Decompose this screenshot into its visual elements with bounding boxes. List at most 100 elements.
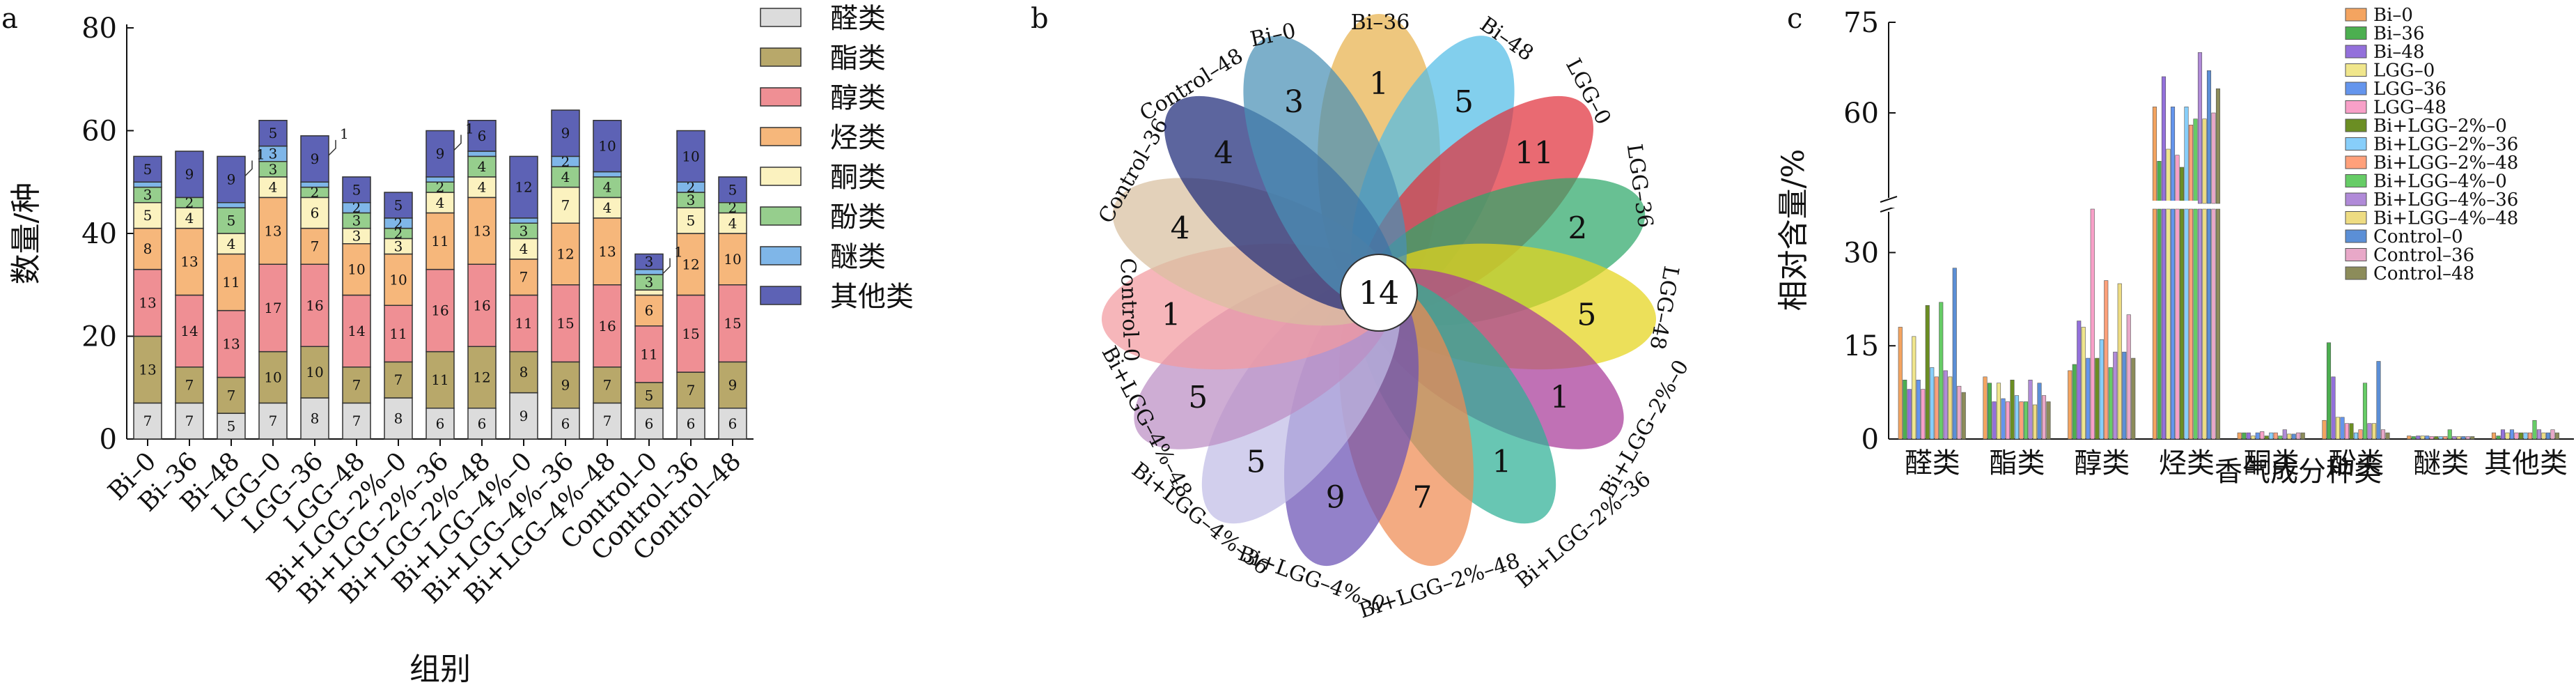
callout-leader-line xyxy=(328,139,336,156)
bar-upper-part xyxy=(2157,161,2162,204)
bar-segment xyxy=(342,294,371,368)
bar-segment-label: 9 xyxy=(561,377,570,394)
bar-segment-label: 5 xyxy=(143,161,153,178)
bar-segment xyxy=(258,351,288,404)
bar xyxy=(2260,431,2265,440)
bar-segment xyxy=(467,346,497,409)
bar-segment-label: 2 xyxy=(561,153,570,170)
bar xyxy=(2037,383,2042,440)
y-tick-label: 60 xyxy=(1843,98,1879,130)
legend-label: LGG–0 xyxy=(2373,61,2435,82)
bar xyxy=(2010,379,2015,440)
bar-lower-part xyxy=(2197,208,2203,440)
bar-lower-part xyxy=(2215,208,2221,440)
legend-label: Bi+LGG–4%–0 xyxy=(2373,171,2507,192)
legend-swatch xyxy=(2345,8,2367,22)
legend-label: 醇类 xyxy=(830,82,886,114)
bar-segment-label: 7 xyxy=(269,413,278,429)
bar xyxy=(2353,432,2359,440)
bar-segment xyxy=(676,130,705,183)
y-axis-title: 相对含量/% xyxy=(1776,149,1811,311)
bar xyxy=(2470,436,2475,440)
bar-segment-label: 4 xyxy=(269,179,278,196)
bar-segment-label: 15 xyxy=(682,325,699,342)
bar-lower-part xyxy=(2090,208,2095,440)
bar-segment xyxy=(258,176,288,199)
bar xyxy=(2273,432,2278,440)
petal-value: 1 xyxy=(1162,297,1181,332)
bar-segment xyxy=(676,371,705,409)
bar xyxy=(1952,268,1957,440)
bar-segment xyxy=(593,171,622,178)
bar xyxy=(2385,432,2390,440)
bar-segment xyxy=(593,284,622,368)
bar-segment-label: 16 xyxy=(431,302,448,319)
bar xyxy=(2545,432,2551,440)
bar-segment xyxy=(718,212,747,234)
bar-segment-label: 5 xyxy=(645,387,654,403)
venn-center-value: 14 xyxy=(1359,274,1400,311)
bar-segment xyxy=(718,176,747,203)
bar-segment-label: 10 xyxy=(306,364,323,380)
bar-upper-part xyxy=(2188,125,2194,204)
bar xyxy=(2072,364,2077,440)
bar-segment xyxy=(509,217,538,224)
bar xyxy=(1916,379,1921,440)
bar-segment xyxy=(384,192,413,219)
x-tick-label: 烃类 xyxy=(2159,447,2215,479)
bar-segment-label: 13 xyxy=(598,243,616,260)
bar-segment-label: 16 xyxy=(598,318,616,334)
callout-leader-line xyxy=(244,160,253,176)
petal-value: 5 xyxy=(1247,445,1266,480)
bar-segment xyxy=(634,382,664,409)
bar-segment-label: 14 xyxy=(180,323,198,339)
bar-segment-label: 4 xyxy=(185,210,194,226)
bar-lower-part xyxy=(2211,208,2216,440)
bar xyxy=(2532,420,2537,440)
bar-segment xyxy=(300,181,329,188)
bar xyxy=(2554,432,2560,440)
bar-upper-part xyxy=(2175,155,2180,204)
bar-segment xyxy=(342,402,371,440)
bar xyxy=(2447,429,2452,440)
petal-value: 5 xyxy=(1188,380,1208,415)
bar xyxy=(2001,398,2006,440)
bar xyxy=(2411,436,2416,440)
bar-segment xyxy=(217,253,246,311)
bar xyxy=(2081,327,2086,440)
legend-label: 其他类 xyxy=(830,281,914,313)
bar-segment-label: 13 xyxy=(264,222,281,239)
bar-segment-label: 11 xyxy=(389,325,407,342)
legend-swatch xyxy=(2345,229,2367,243)
legend-swatch xyxy=(2345,248,2367,261)
bar-segment xyxy=(342,176,371,203)
bar xyxy=(2505,432,2510,440)
legend-label: Bi+LGG–4%–36 xyxy=(2373,190,2518,210)
legend-label: Bi+LGG–4%–48 xyxy=(2373,208,2518,229)
bar-segment xyxy=(634,289,664,296)
axis-break-mark xyxy=(1880,196,1898,203)
bar-upper-part xyxy=(2206,70,2212,204)
bar-segment xyxy=(426,212,455,270)
bar-segment-label: 9 xyxy=(728,377,737,394)
callout-label: 1 xyxy=(465,121,474,137)
petal-value: 7 xyxy=(1412,479,1432,515)
bar xyxy=(2461,436,2466,440)
bar-lower-part xyxy=(2202,208,2207,440)
legend-label: Bi–48 xyxy=(2373,42,2425,63)
bar-segment xyxy=(133,227,162,270)
venn-petal-15 xyxy=(1243,36,1407,308)
bar xyxy=(1948,376,1953,440)
bar xyxy=(2335,417,2341,440)
bar-lower-part xyxy=(2157,208,2162,440)
bar-segment-label: 9 xyxy=(436,146,445,162)
bar xyxy=(1957,385,1962,440)
bar xyxy=(2527,432,2533,440)
bar-segment-label: 2 xyxy=(394,225,403,242)
bar-segment xyxy=(300,397,329,440)
bar-segment-label: 13 xyxy=(139,361,156,378)
bar-segment-label: 13 xyxy=(473,222,490,239)
legend-label: Control–48 xyxy=(2373,263,2474,284)
legend-swatch xyxy=(2345,45,2367,59)
bar-segment xyxy=(634,294,664,327)
